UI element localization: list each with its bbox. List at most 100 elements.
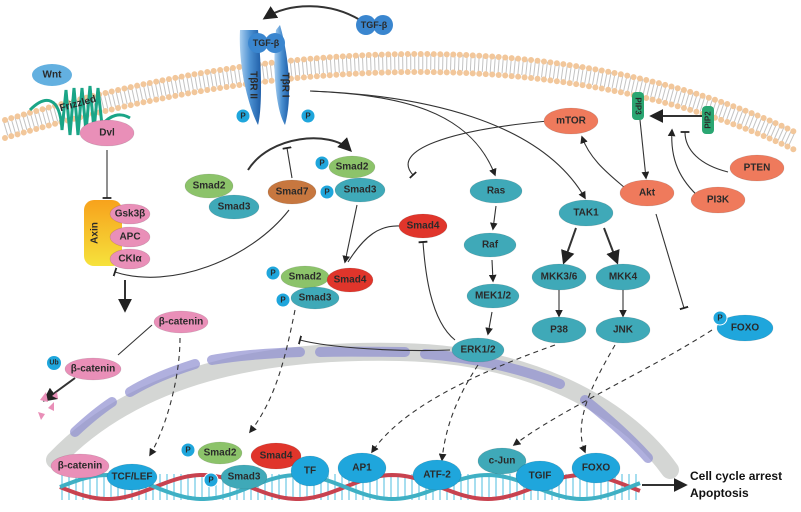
pip2-label: PIP2	[704, 111, 713, 129]
node-akt-label: Akt	[639, 188, 656, 199]
node-pi3k-label: PI3K	[707, 195, 730, 206]
node-n-cjun	[477, 447, 527, 475]
node-csmad3	[290, 286, 340, 310]
cell-membrane	[2, 50, 799, 153]
phosphate-label: P	[185, 446, 191, 455]
phosphate-tag: P	[180, 442, 196, 458]
node-n-foxo	[571, 452, 621, 484]
phosphate-label: P	[280, 296, 286, 305]
node-psmad2	[328, 155, 376, 179]
phosphate-icon	[319, 184, 335, 200]
ubiquitin-tag	[47, 356, 61, 370]
node-tak1	[558, 199, 614, 227]
node-mtor	[543, 107, 599, 135]
node-psmad2-label: Smad2	[336, 162, 369, 173]
node-gsk3b	[109, 203, 151, 225]
ub-label: Ub	[49, 360, 58, 367]
node-csmad2-label: Smad2	[289, 272, 322, 283]
node-smad4a-label: Smad4	[407, 221, 440, 232]
phosphate-icon	[314, 155, 330, 171]
pip3-label: PIP3	[634, 97, 643, 115]
node-n-foxo-label: FOXO	[582, 463, 611, 474]
node-smad3a-label: Smad3	[218, 202, 251, 213]
node-n-smad3	[220, 464, 268, 490]
axin-label: Axin	[90, 222, 101, 244]
node-apc-label: APC	[119, 232, 140, 243]
node-akt	[619, 179, 675, 207]
phosphate-tag: P	[265, 265, 281, 281]
node-raf-label: Raf	[482, 240, 499, 251]
node-n-smad4	[250, 442, 302, 470]
node-mek-label: MEK1/2	[475, 291, 512, 302]
node-n-smad2	[197, 441, 243, 465]
node-foxo-p-label: FOXO	[731, 323, 760, 334]
node-mkk36-label: MKK3/6	[541, 272, 578, 283]
phosphate-tag: P	[314, 155, 330, 171]
node-n-ap1	[337, 452, 387, 484]
node-cki	[109, 248, 151, 270]
node-p38	[531, 316, 587, 344]
phosphate-tag: P	[203, 472, 219, 488]
phosphate-tag: P	[319, 184, 335, 200]
phosphate-icon	[300, 108, 316, 124]
node-n-ap1-label: AP1	[352, 463, 372, 474]
node-jnk-label: JNK	[613, 325, 634, 336]
node-tak1-label: TAK1	[573, 208, 599, 219]
phosphate-label: P	[208, 476, 214, 485]
node-n-tgif-label: TGIF	[529, 471, 552, 482]
node-pi3k	[690, 186, 746, 214]
phosphate-icon	[180, 442, 196, 458]
node-mkk36	[531, 263, 587, 291]
phosphoinositides: PIP3 PIP2	[632, 92, 714, 134]
phosphate-icon	[235, 108, 251, 124]
node-gsk3b-label: Gsk3β	[115, 209, 146, 220]
tbr2-label: TβR II	[248, 71, 259, 99]
node-smad7	[267, 179, 317, 205]
node-mkk4-label: MKK4	[609, 272, 638, 283]
outcome-apoptosis: Apoptosis	[690, 486, 749, 500]
phosphate-label: P	[324, 188, 330, 197]
phosphate-icon	[203, 472, 219, 488]
node-dvl-label: Dvl	[99, 128, 115, 139]
node-smad2a-label: Smad2	[193, 181, 226, 192]
tgfb-receptor-complex: TβR II TβR I TGF-β TGF-β	[239, 15, 393, 125]
phosphate-icon	[712, 310, 728, 326]
node-apc	[109, 226, 151, 248]
node-mkk4	[595, 263, 651, 291]
phosphate-label: P	[305, 112, 311, 121]
node-n-cjun-label: c-Jun	[489, 456, 516, 467]
node-psmad3	[334, 177, 386, 203]
node-ras	[469, 178, 523, 204]
node-erk	[451, 337, 505, 363]
node-smad2a	[184, 173, 234, 199]
phosphate-label: P	[717, 314, 723, 323]
node-csmad4-label: Smad4	[334, 275, 367, 286]
tbr1-label: TβR I	[280, 73, 291, 98]
node-n-tf-label: TF	[304, 466, 316, 477]
node-mtor-label: mTOR	[556, 116, 587, 127]
node-csmad4	[326, 267, 374, 293]
wnt-ligand	[32, 64, 72, 86]
node-n-tf	[290, 455, 330, 487]
phosphate-tag: P	[275, 292, 291, 308]
phosphate-tag: P	[712, 310, 728, 326]
node-foxo-p	[716, 314, 774, 342]
phosphate-label: P	[319, 159, 325, 168]
node-n-bcat-label: β-catenin	[58, 461, 102, 472]
node-n-tgif	[515, 460, 565, 492]
phosphate-tag: P	[300, 108, 316, 124]
node-pten-label: PTEN	[744, 163, 771, 174]
phosphate-icon	[265, 265, 281, 281]
node-pten	[729, 154, 785, 182]
node-n-tcf	[106, 463, 158, 491]
node-jnk	[595, 316, 651, 344]
node-bcat	[153, 310, 209, 334]
node-cki-label: CKIα	[118, 254, 142, 265]
node-erk-label: ERK1/2	[460, 345, 495, 356]
node-n-smad2-label: Smad2	[204, 448, 237, 459]
node-n-bcat	[50, 453, 110, 479]
node-raf	[463, 232, 517, 258]
tgfb-ligand-label: TGF-β	[361, 20, 388, 30]
